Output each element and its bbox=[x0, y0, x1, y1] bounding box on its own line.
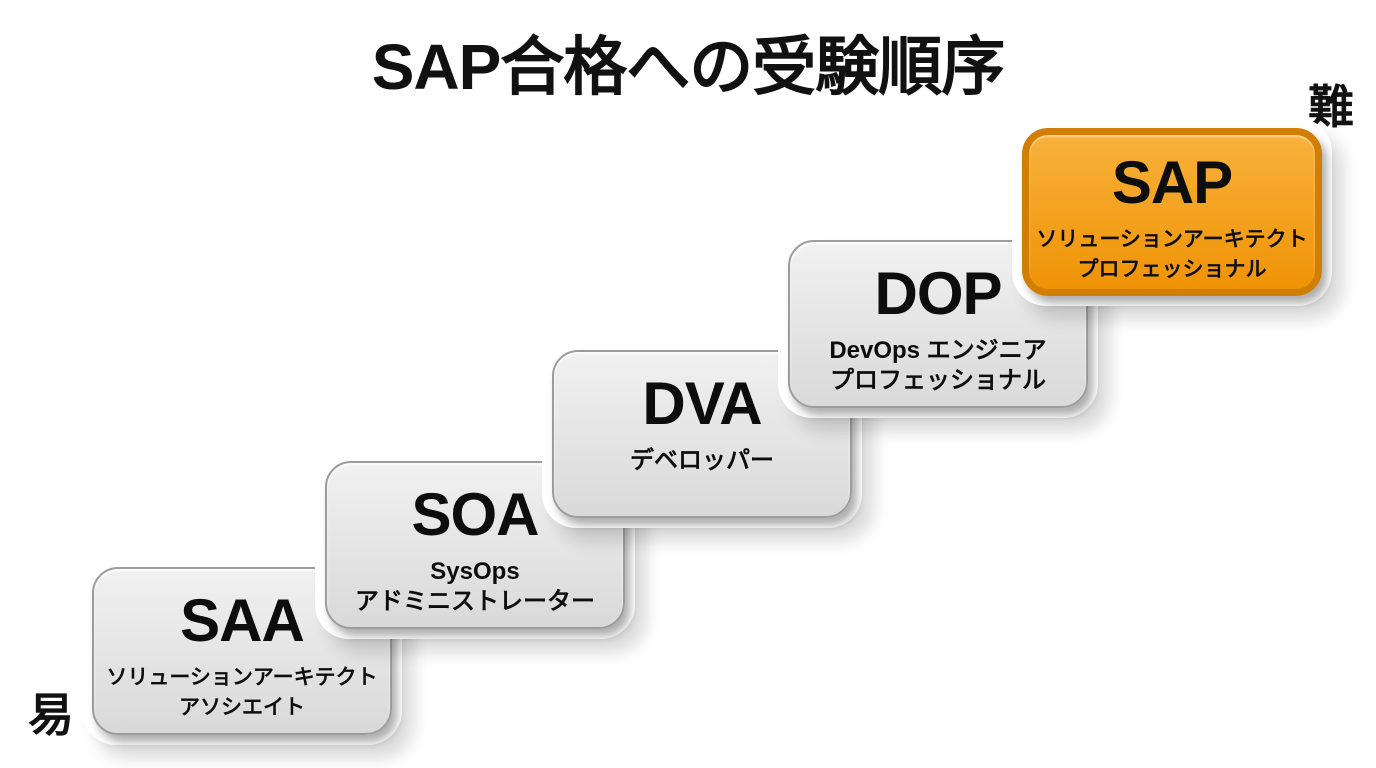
difficulty-easy-label: 易 bbox=[28, 689, 74, 741]
certification-subtitle-line: ソリューションアーキテクト bbox=[106, 666, 378, 689]
step-card-dva: DVA デベロッパー bbox=[542, 340, 862, 528]
certification-acronym: SAP bbox=[1111, 149, 1233, 216]
certification-card: SAP ソリューションアーキテクト プロフェッショナル bbox=[1022, 128, 1322, 296]
certification-subtitle-line: SysOps bbox=[430, 558, 520, 585]
certification-acronym: SAA bbox=[180, 587, 305, 654]
page-title: SAP合格への受験順序 bbox=[371, 31, 1006, 103]
certification-subtitle-line: デベロッパー bbox=[630, 447, 774, 474]
certification-subtitle-line: プロフェッショナル bbox=[830, 367, 1046, 394]
certification-subtitle-line: ソリューションアーキテクト bbox=[1036, 228, 1308, 251]
certification-subtitle-line: プロフェッショナル bbox=[1077, 258, 1267, 281]
certification-subtitle-line: アソシエイト bbox=[179, 696, 305, 719]
certification-card: SAA ソリューションアーキテクト アソシエイト bbox=[92, 567, 392, 735]
certification-subtitle-line: アドミニストレーター bbox=[355, 588, 595, 615]
certification-acronym: DVA bbox=[642, 370, 762, 437]
certification-subtitle-line: DevOps エンジニア bbox=[829, 337, 1047, 364]
step-card-dop: DOP DevOps エンジニア プロフェッショナル bbox=[778, 230, 1098, 418]
step-card-sap-highlighted: SAP ソリューションアーキテクト プロフェッショナル bbox=[1012, 118, 1332, 306]
certification-acronym: DOP bbox=[874, 260, 1002, 327]
certification-acronym: SOA bbox=[411, 481, 539, 548]
